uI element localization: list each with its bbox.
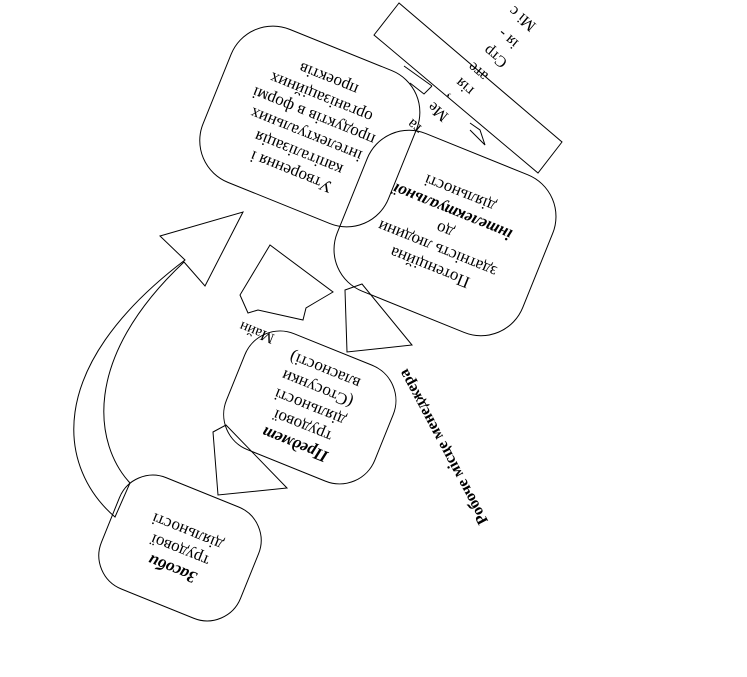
curved-arrow: [73, 211, 244, 518]
arrow-means-to-subject: [212, 424, 289, 496]
mission-label: Мі с ія - Стр ате гія , Ме та: [403, 2, 548, 148]
mission-line: Ме: [424, 98, 452, 125]
mission-connector-line: [403, 65, 433, 87]
arrow-subject-to-potential: [344, 283, 413, 353]
mission-line: Мі с: [505, 2, 540, 35]
mission-connector-line: [409, 82, 433, 95]
mission-line: гія: [452, 73, 478, 99]
up-arrow-subject-to-creation: [239, 244, 334, 321]
mission-line: ,: [438, 90, 453, 107]
mission-box: [373, 2, 563, 174]
potential-box: [333, 129, 557, 337]
mission-line: ія -: [494, 25, 522, 52]
mission-line: Стр: [480, 41, 511, 72]
mission-connector-line: [469, 122, 486, 146]
means-box: [98, 474, 262, 622]
subject-box: [223, 330, 397, 485]
mission-line: та: [403, 115, 426, 138]
mission-line: ате: [464, 58, 492, 85]
creation-box: [199, 25, 421, 228]
